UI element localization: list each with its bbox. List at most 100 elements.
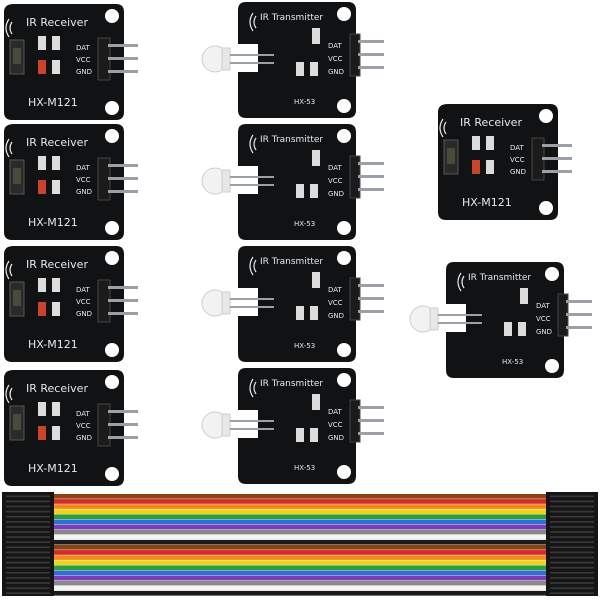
transmitter-title: IR Transmitter [260,135,323,145]
connector-pin-slot [6,500,50,503]
connector-pin-slot [6,572,50,574]
pin-label-vcc: VCC [536,315,551,323]
pin-label-dat: DAT [536,302,551,310]
ribbon-wire [54,504,546,509]
pin-label-gnd: GND [76,68,92,76]
pin-label-dat: DAT [328,42,343,50]
connector-pin-slot [6,556,50,559]
ribbon-wire [54,545,546,550]
pin-label-vcc: VCC [76,298,91,306]
pin-label-dat: DAT [510,144,525,152]
connector-pin-slot [550,551,594,554]
receiver-title: IR Receiver [26,136,88,149]
pin-label-vcc: VCC [76,176,91,184]
ir-receiver-module-1: IR Receiver DAT VCC GND HX-M121 [3,3,139,121]
receiver-title: IR Receiver [460,116,522,129]
connector-pin-slot [6,515,50,518]
left-connector-housing [2,492,54,596]
connector-pin-slot [550,521,594,523]
connector-pin-slot [550,515,594,518]
connector-pin-slot [6,536,50,538]
ribbon-wire [54,494,546,499]
ribbon-wire [54,509,546,514]
ribbon-wire [54,590,546,596]
connector-pin-slot [550,566,594,569]
ir-transmitter-module-3: IR Transmitter DAT VCC GND HX-53 [201,245,385,363]
ribbon-wire [54,550,546,555]
pin-label-vcc: VCC [76,56,91,64]
pin-label-gnd: GND [328,68,344,76]
connector-pin-slot [550,582,594,584]
pin-label-gnd: GND [536,328,552,336]
connector-pin-slot [550,500,594,503]
pin-label-vcc: VCC [328,177,343,185]
connector-pin-slot [550,526,594,528]
connector-pin-slot [550,495,594,498]
ribbon-wire [54,560,546,565]
pin-label-gnd: GND [328,434,344,442]
right-connector-pins [550,495,594,594]
transmitter-title: IR Transmitter [468,273,531,283]
pin-label-gnd: GND [328,190,344,198]
pin-label-dat: DAT [328,286,343,294]
pin-label-gnd: GND [328,312,344,320]
connector-pin-slot [6,592,50,594]
pin-label-dat: DAT [76,164,91,172]
connector-pin-slot [6,531,50,533]
connector-pin-slot [6,577,50,579]
pin-label-vcc: VCC [328,421,343,429]
receiver-model: HX-M121 [28,462,78,475]
connector-pin-slot [550,577,594,579]
connector-pin-slot [6,510,50,513]
transmitter-model: HX-53 [294,464,315,472]
ribbon-wires [54,494,546,596]
connector-pin-slot [550,592,594,594]
receiver-model: HX-M121 [462,196,512,209]
ir-receiver-module-4: IR Receiver DAT VCC GND HX-M121 [3,369,139,487]
ribbon-wire [54,580,546,586]
connector-pin-slot [550,536,594,538]
transmitter-title: IR Transmitter [260,13,323,23]
connector-pin-slot [6,495,50,498]
receiver-title: IR Receiver [26,16,88,29]
connector-pin-slot [6,561,50,564]
ribbon-wire [54,539,546,545]
connector-pin-slot [6,566,50,569]
connector-pin-slot [550,561,594,564]
pin-label-dat: DAT [328,164,343,172]
ribbon-wire [54,534,546,540]
dupont-ribbon-cable [2,492,598,596]
ir-receiver-module-2: IR Receiver DAT VCC GND HX-M121 [3,123,139,241]
pin-label-dat: DAT [76,286,91,294]
ribbon-wire [54,524,546,530]
connector-pin-slot [550,546,594,549]
connector-pin-slot [6,505,50,508]
ir-transmitter-module-1: IR Transmitter DAT VCC GND HX-53 [201,1,385,119]
connector-pin-slot [550,587,594,589]
pin-label-vcc: VCC [76,422,91,430]
ribbon-wire [54,565,546,571]
ribbon-wire [54,585,546,591]
connector-pin-slot [6,541,50,543]
pin-label-gnd: GND [76,310,92,318]
transmitter-title: IR Transmitter [260,379,323,389]
receiver-model: HX-M121 [28,96,78,109]
receiver-model: HX-M121 [28,338,78,351]
connector-pin-slot [6,551,50,554]
pin-label-gnd: GND [76,188,92,196]
pin-label-dat: DAT [76,44,91,52]
pin-label-vcc: VCC [328,299,343,307]
connector-pin-slot [6,546,50,549]
connector-pin-slot [550,556,594,559]
connector-pin-slot [6,587,50,589]
right-connector-housing [546,492,598,596]
connector-pin-slot [6,526,50,528]
ribbon-wire [54,499,546,504]
receiver-title: IR Receiver [26,382,88,395]
ribbon-wire [54,575,546,581]
pin-label-vcc: VCC [328,55,343,63]
connector-pin-slot [6,582,50,584]
ribbon-wire [54,570,546,576]
ir-transmitter-module-2: IR Transmitter DAT VCC GND HX-53 [201,123,385,241]
